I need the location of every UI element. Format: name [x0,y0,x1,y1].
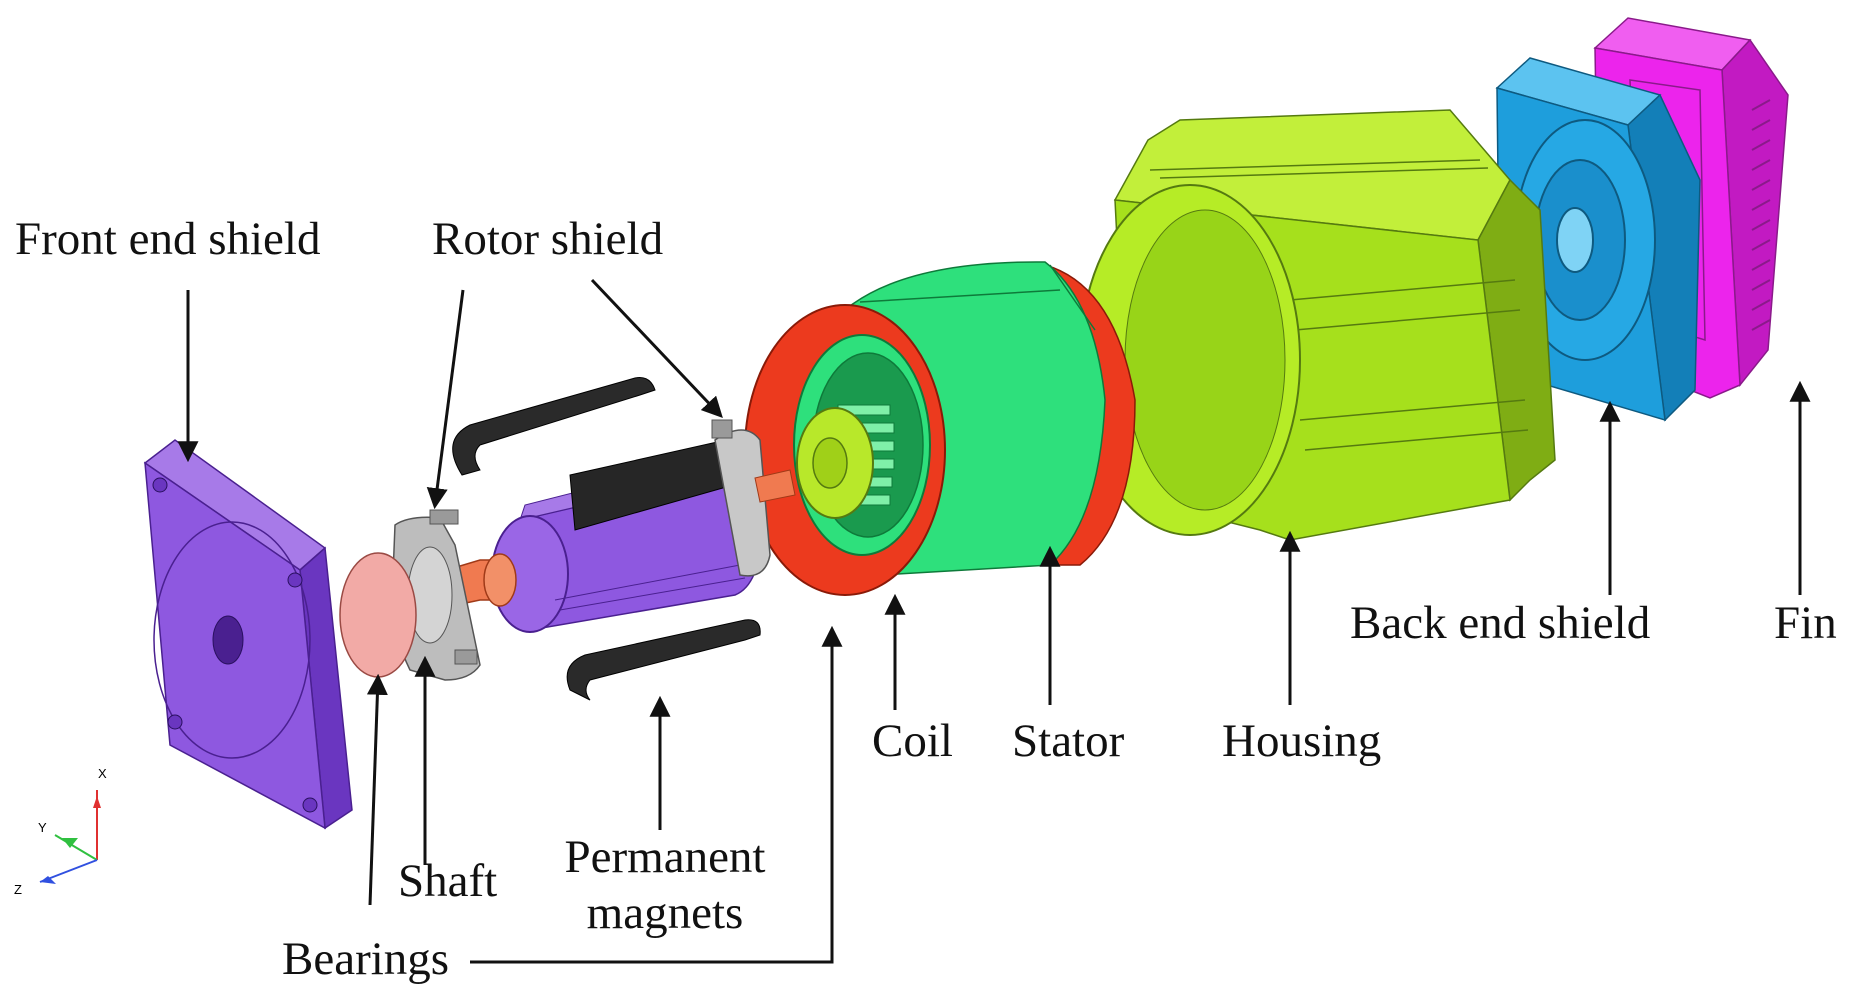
bearing-front-part [339,552,417,678]
label-fin: Fin [1774,597,1837,649]
arrow-bearings [366,673,388,906]
label-housing: Housing [1222,715,1382,767]
axis-x-label: X [98,766,107,781]
label-shaft: Shaft [398,855,498,907]
coil-part [744,304,946,596]
permanent-magnets-part [452,377,761,701]
label-permanent-magnets-line2: magnets [586,887,744,939]
leader-arrows [177,278,1811,964]
label-rotor-shield: Rotor shield [432,213,664,265]
label-front-end-shield: Front end shield [15,213,321,265]
rotor-shield-front-part [391,509,481,681]
label-stator: Stator [1012,715,1125,767]
axis-y-label: Y [38,820,47,835]
label-coil: Coil [872,715,953,767]
rotor-part [491,437,763,633]
front-end-shield-part [143,439,353,830]
label-bearings: Bearings [282,933,450,985]
housing-part [1079,109,1556,541]
label-back-end-shield: Back end shield [1350,597,1651,649]
axis-triad: X Y Z [14,766,107,897]
rotor-shield-rear-part [711,419,771,577]
arrow-rotor-shield-rear [590,278,723,419]
back-end-shield-part [1495,57,1701,422]
axis-z-label: Z [14,882,22,897]
arrow-rotor-shield-front [426,289,465,510]
label-permanent-magnets-line1: Permanent [564,831,766,883]
arrow-bearings-rear [470,625,843,964]
